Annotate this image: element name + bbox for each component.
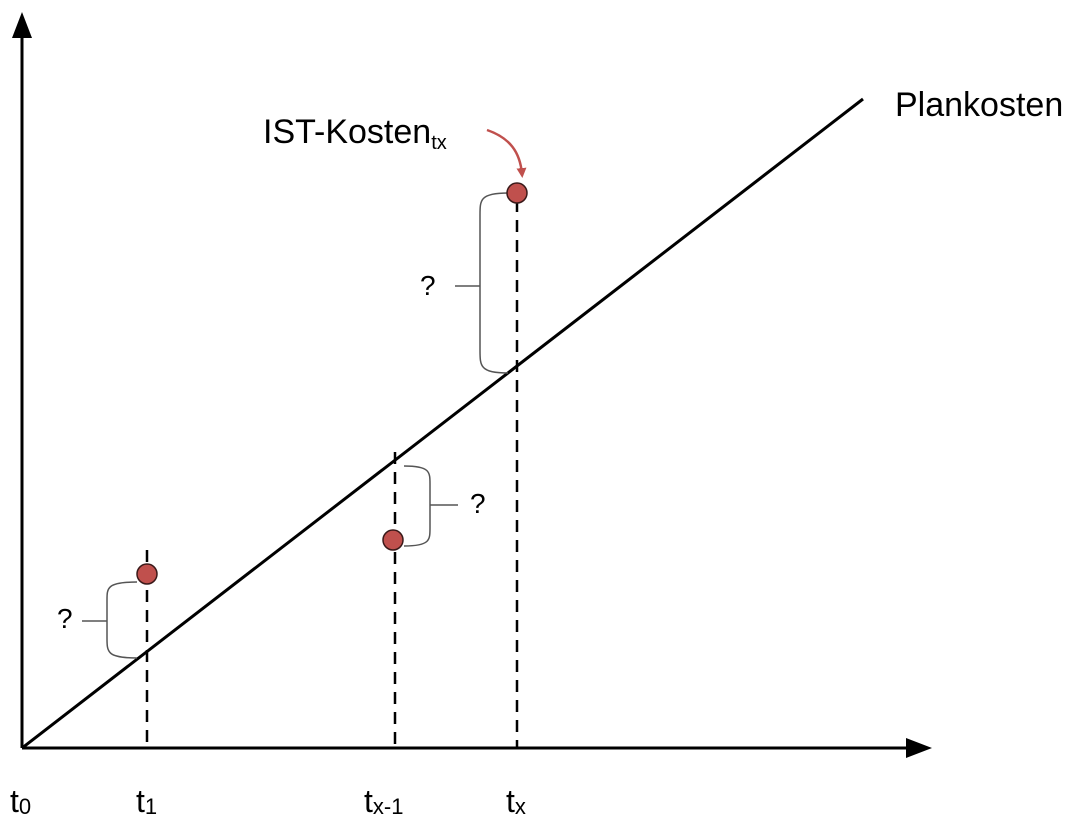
x-axis-arrowhead — [906, 738, 932, 758]
curved-arrow-icon — [486, 128, 527, 178]
brace-tx-1 — [403, 465, 431, 547]
y-axis-arrowhead — [12, 12, 32, 38]
plan-cost-label: Plankosten — [895, 86, 1063, 124]
actual-cost-label-main: IST-Kosten — [263, 113, 431, 151]
actual-cost-point-tx-1 — [382, 529, 404, 551]
brace-tx — [479, 192, 509, 374]
question-mark-tx: ? — [420, 270, 436, 301]
actual-cost-label-subscript: tx — [431, 132, 447, 154]
actual-cost-label: IST-Kostentx — [263, 113, 447, 154]
tick-label-t1: t1 — [136, 783, 157, 819]
question-mark-tx-1: ? — [470, 488, 486, 519]
tick-label-t0: t0 — [10, 783, 31, 819]
tick-label-tx-1: tx-1 — [364, 783, 403, 819]
actual-cost-point-t1 — [136, 563, 158, 585]
question-mark-t1: ? — [57, 603, 73, 634]
brace-t1 — [106, 581, 138, 659]
plan-cost-line — [21, 97, 864, 750]
actual-cost-point-tx — [506, 182, 528, 204]
tick-label-tx: tx — [506, 783, 526, 819]
